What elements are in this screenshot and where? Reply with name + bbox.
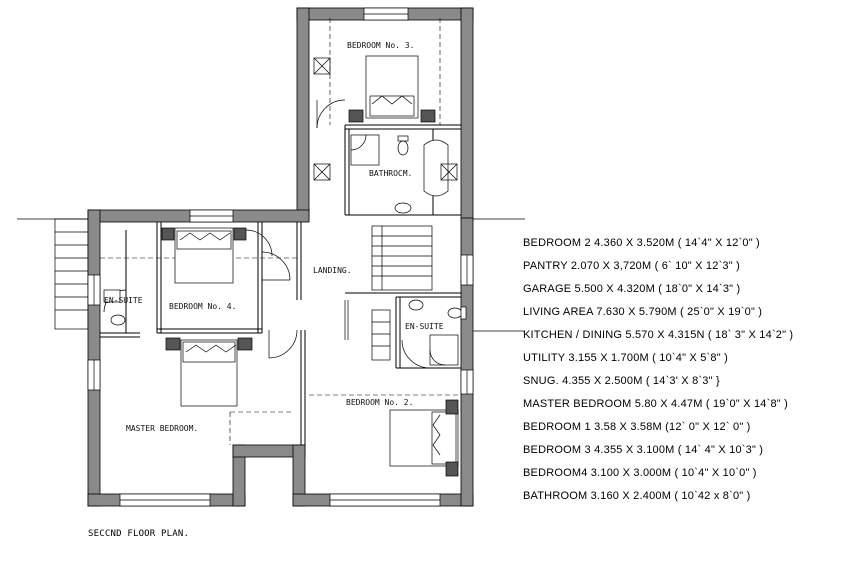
schedule-item: BEDROOM 1 3.58 X 3.58M (12` 0" X 12` 0" … bbox=[523, 421, 751, 433]
fixtures bbox=[103, 55, 467, 477]
room-label-bathroom: BATHROCM. bbox=[369, 169, 412, 178]
schedule-item: MASTER BEDROOM 5.80 X 4.47M ( 19`0" X 14… bbox=[523, 398, 789, 410]
room-label-ensuite-left: EN-SUITE bbox=[104, 296, 143, 305]
schedule-item: BEDROOM4 3.100 X 3.000M ( 10`4" X 10`0" … bbox=[523, 467, 757, 479]
schedule-item: SNUG. 4.355 X 2.500M ( 14`3' X 8`3" } bbox=[523, 375, 720, 387]
schedule-item: GARAGE 5.500 X 4.320M ( 18`0" X 14`3" ) bbox=[523, 283, 741, 295]
staircase bbox=[344, 225, 433, 361]
schedule-item: BEDROOM 2 4.360 X 3.520M ( 14`4" X 12`0"… bbox=[523, 237, 760, 249]
interior-walls bbox=[100, 18, 461, 445]
room-schedule: BEDROOM 2 4.360 X 3.520M ( 14`4" X 12`0"… bbox=[523, 232, 793, 508]
schedule-item: BATHROOM 3.160 X 2.400M ( 10`42 x 8`0" ) bbox=[523, 490, 751, 502]
room-label-landing: LANDING. bbox=[313, 266, 352, 275]
windows bbox=[87, 7, 474, 507]
schedule-item: LIVING AREA 7.630 X 5.790M ( 25`0" X 19`… bbox=[523, 306, 763, 318]
schedule-item: KITCHEN / DINING 5.570 X 4.315N ( 18` 3"… bbox=[523, 329, 794, 341]
room-label-bedroom-2: BEDROOM No. 2. bbox=[346, 398, 413, 407]
room-label-bedroom-4: BEDROOM No. 4. bbox=[169, 302, 236, 311]
plan-title: SECCND FLOOR PLAN. bbox=[88, 529, 190, 539]
room-label-master-bedroom: MASTER BEDROOM. bbox=[126, 424, 198, 433]
schedule-item: UTILITY 3.155 X 1.700M ( 10`4" X 5`8" ) bbox=[523, 352, 728, 364]
schedule-item: PANTRY 2.070 X 3,720M ( 6` 10" X 12`3" ) bbox=[523, 260, 740, 272]
room-label-bedroom-3: BEDROOM No. 3. bbox=[347, 41, 414, 50]
schedule-item: BEDROOM 3 4.355 X 3.100M ( 14` 4" X 10`3… bbox=[523, 444, 764, 456]
external-steps bbox=[54, 218, 89, 330]
doors bbox=[103, 99, 431, 369]
room-label-ensuite-right: EN-SUITE bbox=[405, 322, 444, 331]
